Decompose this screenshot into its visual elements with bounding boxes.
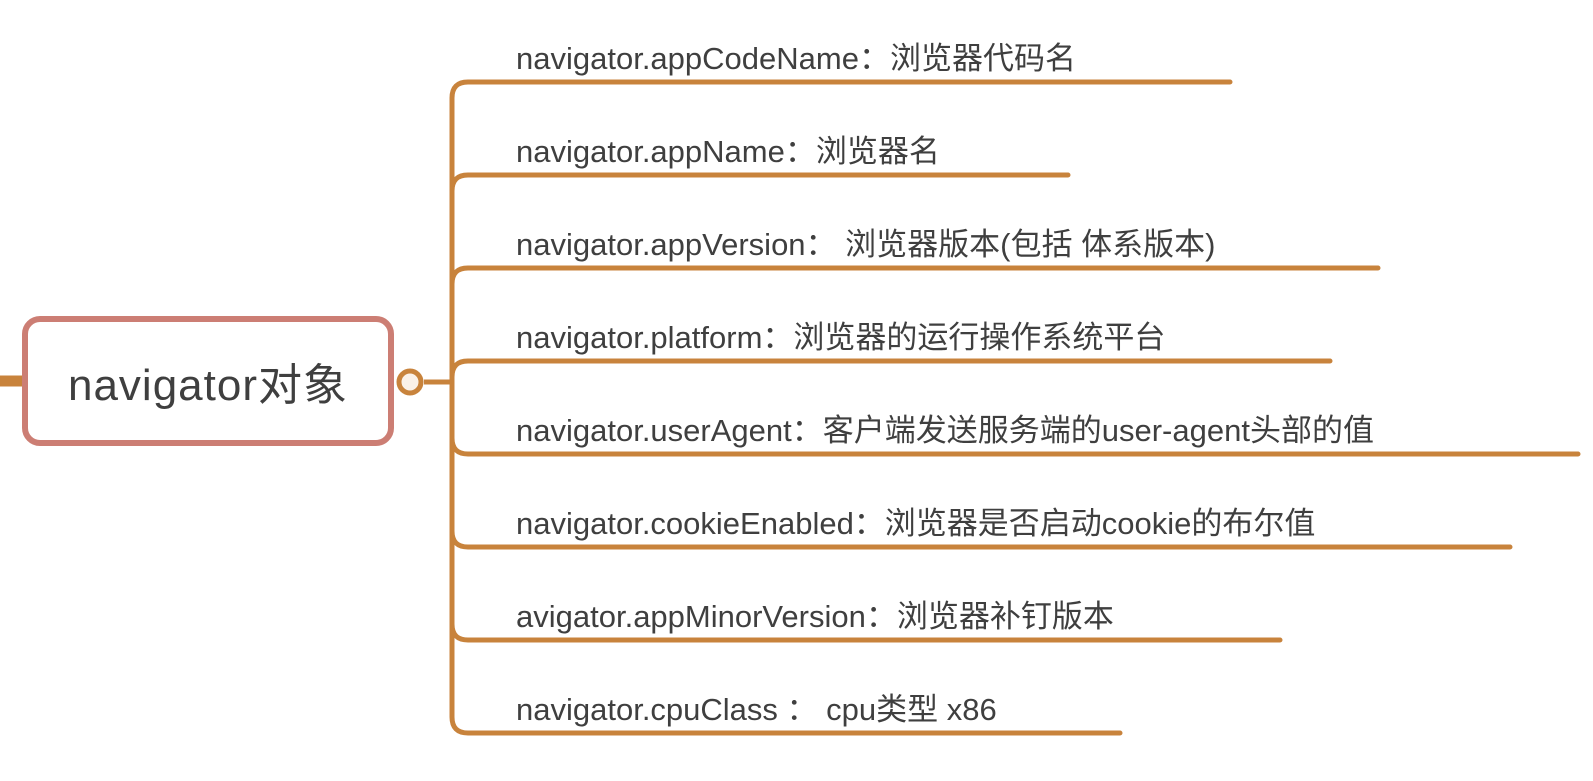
branch-node-appminorversion[interactable]: avigator.appMinorVersion：浏览器补钉版本 xyxy=(516,599,1114,634)
central-topic-label: navigator对象 xyxy=(67,361,348,410)
branch-node-appname[interactable]: navigator.appName：浏览器名 xyxy=(516,134,940,169)
branch-node-cpuclass[interactable]: navigator.cpuClass ： cpu类型 x86 xyxy=(516,692,997,727)
branch-connector-platform xyxy=(449,358,1333,385)
branch-node-appversion[interactable]: navigator.appVersion： 浏览器版本(包括 体系版本) xyxy=(516,227,1216,262)
branch-connector-cpuclass xyxy=(449,379,1123,736)
central-topic-node[interactable]: navigator对象 xyxy=(22,316,394,446)
branch-node-appcodename[interactable]: navigator.appCodeName：浏览器代码名 xyxy=(516,41,1076,76)
collapse-handle-icon[interactable] xyxy=(396,368,424,396)
branch-connector-appversion xyxy=(449,265,1381,385)
branch-node-platform[interactable]: navigator.platform：浏览器的运行操作系统平台 xyxy=(516,320,1166,355)
branch-connector-appcodename xyxy=(449,79,1233,385)
branch-node-useragent[interactable]: navigator.userAgent：客户端发送服务端的user-agent头… xyxy=(516,413,1374,448)
branch-node-cookieenabled[interactable]: navigator.cookieEnabled：浏览器是否启动cookie的布尔… xyxy=(516,506,1316,541)
branch-connector-appname xyxy=(449,172,1071,385)
